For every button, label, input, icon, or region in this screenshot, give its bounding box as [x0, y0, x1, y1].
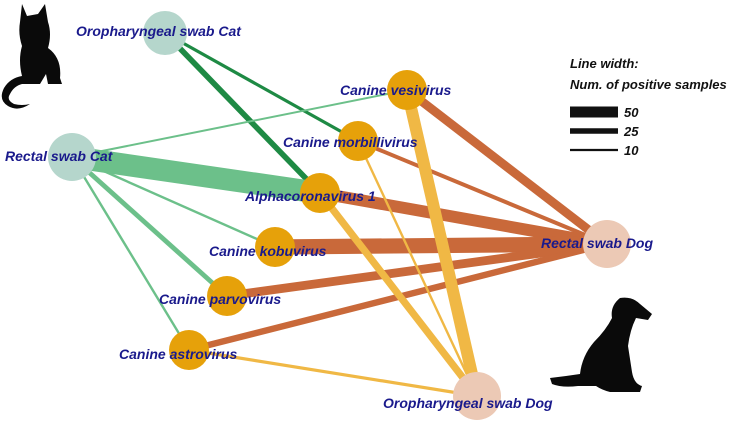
legend-label-10: 10 [624, 143, 639, 158]
node-label-astrovirus: Canine astrovirus [119, 346, 237, 362]
edge-rectal_cat-kobuvirus [71, 155, 276, 249]
edge-rectal_cat-astrovirus [70, 156, 191, 351]
node-label-vesivirus: Canine vesivirus [340, 82, 451, 98]
legend-label-25: 25 [623, 124, 639, 139]
node-oro_cat [143, 11, 187, 55]
line-width-legend: Line width: Num. of positive samples 50 2… [570, 56, 727, 158]
edge-oro_cat-morbillivirus [164, 31, 359, 143]
node-morbillivirus [338, 121, 378, 161]
node-label-morbillivirus: Canine morbillivirus [283, 134, 418, 150]
edge-rectal_dog-alphacoronavirus [318, 187, 609, 250]
legend-title-line1: Line width: [570, 56, 639, 71]
legend-label-50: 50 [624, 105, 639, 120]
edge-rectal_cat-alphacoronavirus [70, 146, 322, 204]
edge-rectal_cat-vesivirus [71, 89, 408, 158]
edge-rectal_dog-morbillivirus [357, 139, 608, 246]
node-alphacoronavirus [300, 173, 340, 213]
node-label-oro_dog: Oropharyngeal swab Dog [383, 395, 553, 411]
legend-items: 50 25 10 [570, 105, 639, 158]
node-label-alphacoronavirus: Alphacoronavirus 1 [244, 188, 376, 204]
edge-rectal_dog-vesivirus [404, 86, 610, 248]
cat-silhouette-icon [1, 4, 62, 109]
dog-silhouette-icon [550, 297, 652, 392]
node-rectal_cat [48, 133, 96, 181]
legend-title-line2: Num. of positive samples [570, 77, 727, 92]
node-oro_dog [453, 372, 501, 420]
node-kobuvirus [255, 227, 295, 267]
node-rectal_dog [583, 220, 631, 268]
node-astrovirus [169, 330, 209, 370]
edge-oro_dog-alphacoronavirus [317, 190, 480, 399]
edge-oro_dog-astrovirus [188, 348, 478, 398]
node-label-oro_cat: Oropharyngeal swab Cat [76, 23, 242, 39]
edge-oro_dog-vesivirus [401, 88, 483, 398]
node-label-rectal_cat: Rectal swab Cat [5, 148, 114, 164]
edge-rectal_cat-parvovirus [70, 155, 229, 298]
node-vesivirus [387, 70, 427, 110]
edge-oro_dog-morbillivirus [356, 140, 479, 397]
node-label-parvovirus: Canine parvovirus [159, 291, 281, 307]
node-layer [48, 11, 631, 420]
node-label-rectal_dog: Rectal swab Dog [541, 235, 653, 251]
node-parvovirus [207, 276, 247, 316]
edge-oro_cat-alphacoronavirus [162, 31, 323, 195]
edge-layer [70, 31, 610, 399]
node-label-kobuvirus: Canine kobuvirus [209, 243, 327, 259]
